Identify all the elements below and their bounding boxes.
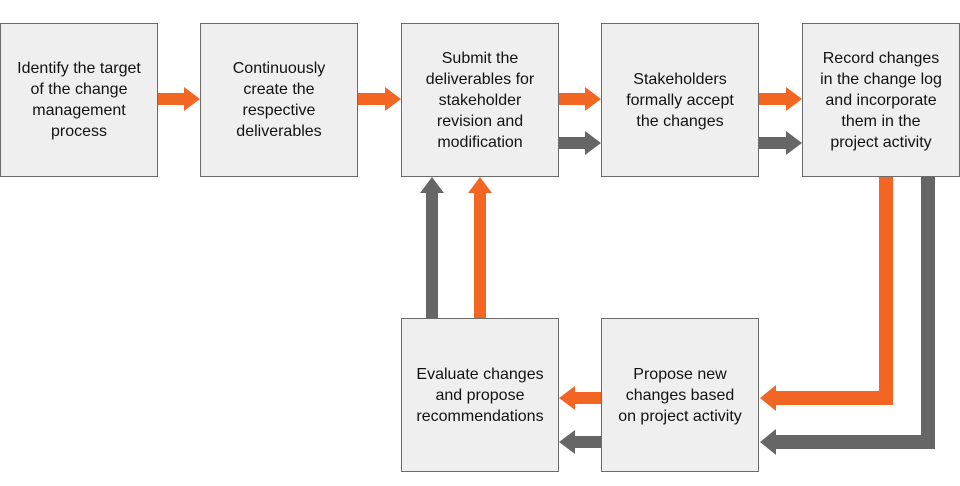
step-create-deliverables: Continuously create the respective deliv… <box>200 23 358 177</box>
arrow-submit-to-accept-orange <box>559 87 601 111</box>
step-identify-target-label: Identify the target of the change manage… <box>17 60 141 140</box>
arrow-record-to-propose-gray <box>760 177 935 455</box>
step-propose-new-changes-label: Propose new changes based on project act… <box>618 365 742 425</box>
arrow-create-to-submit <box>358 87 401 111</box>
step-stakeholders-accept: Stakeholders formally accept the changes <box>601 23 759 177</box>
arrow-evaluate-to-submit-gray <box>420 177 444 318</box>
step-evaluate-changes-label: Evaluate changes and propose recommendat… <box>416 365 544 425</box>
step-submit-deliverables: Submit the deliverables for stakeholder … <box>401 23 559 177</box>
step-evaluate-changes: Evaluate changes and propose recommendat… <box>401 318 559 472</box>
step-identify-target: Identify the target of the change manage… <box>0 23 158 177</box>
arrow-propose-to-evaluate-gray <box>559 430 601 454</box>
arrow-identify-to-create <box>158 87 200 111</box>
arrow-accept-to-record-orange <box>759 87 802 111</box>
step-record-changes: Record changes in the change log and inc… <box>802 23 960 177</box>
step-record-changes-label: Record changes in the change log and inc… <box>820 49 942 151</box>
arrow-accept-to-record-gray <box>759 131 802 155</box>
arrow-record-to-propose-orange <box>760 177 893 411</box>
arrow-evaluate-to-submit-orange <box>468 177 492 318</box>
step-create-deliverables-label: Continuously create the respective deliv… <box>232 60 326 140</box>
step-stakeholders-accept-label: Stakeholders formally accept the changes <box>626 70 734 130</box>
arrow-propose-to-evaluate-orange <box>559 386 601 410</box>
arrow-submit-to-accept-gray <box>559 131 601 155</box>
step-submit-deliverables-label: Submit the deliverables for stakeholder … <box>425 49 535 151</box>
step-propose-new-changes: Propose new changes based on project act… <box>601 318 759 472</box>
